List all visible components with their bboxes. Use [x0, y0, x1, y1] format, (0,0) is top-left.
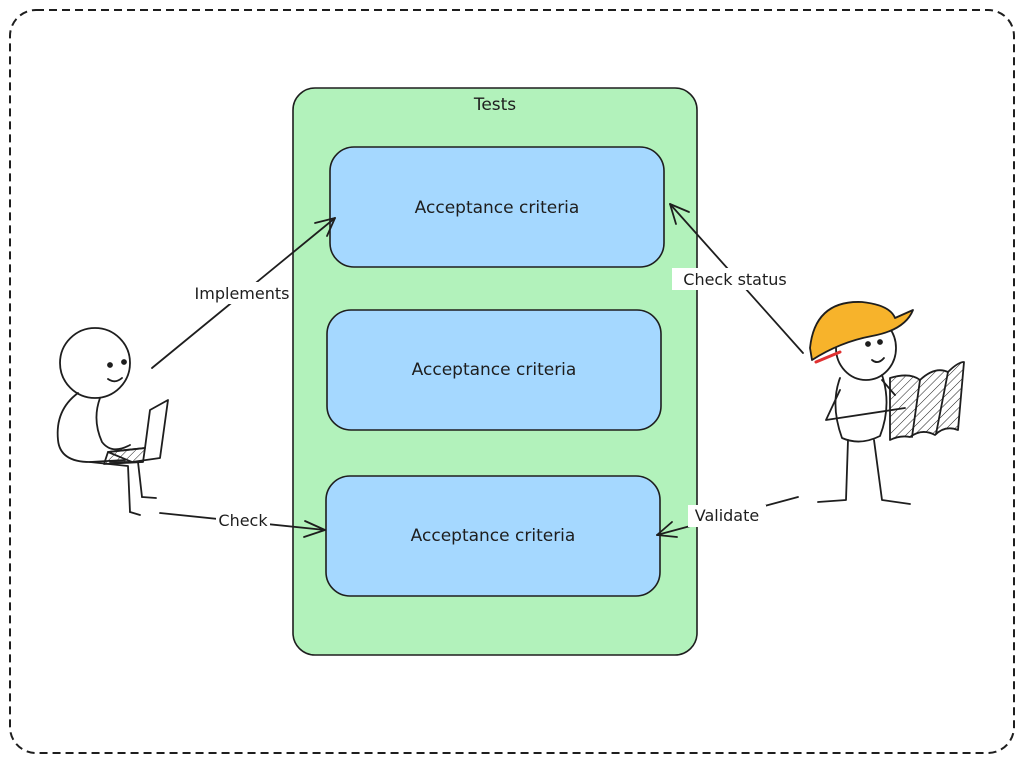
edge-label-implements: Implements	[195, 284, 290, 303]
criteria-box-2: Acceptance criteria	[326, 309, 662, 431]
developer-figure-icon	[56, 327, 169, 516]
edge-label-validate: Validate	[695, 506, 759, 525]
criteria-label-2: Acceptance criteria	[412, 360, 577, 380]
criteria-label-1: Acceptance criteria	[415, 198, 580, 218]
criteria-box-3: Acceptance criteria	[325, 475, 661, 597]
edge-label-check: Check	[218, 511, 268, 530]
validator-figure-icon	[809, 301, 965, 505]
criteria-label-3: Acceptance criteria	[411, 526, 576, 546]
outer-dashed-frame	[9, 9, 1015, 754]
edge-label-check-status: Check status	[683, 270, 786, 289]
criteria-box-1: Acceptance criteria	[329, 146, 665, 268]
tests-title: Tests	[473, 95, 516, 115]
